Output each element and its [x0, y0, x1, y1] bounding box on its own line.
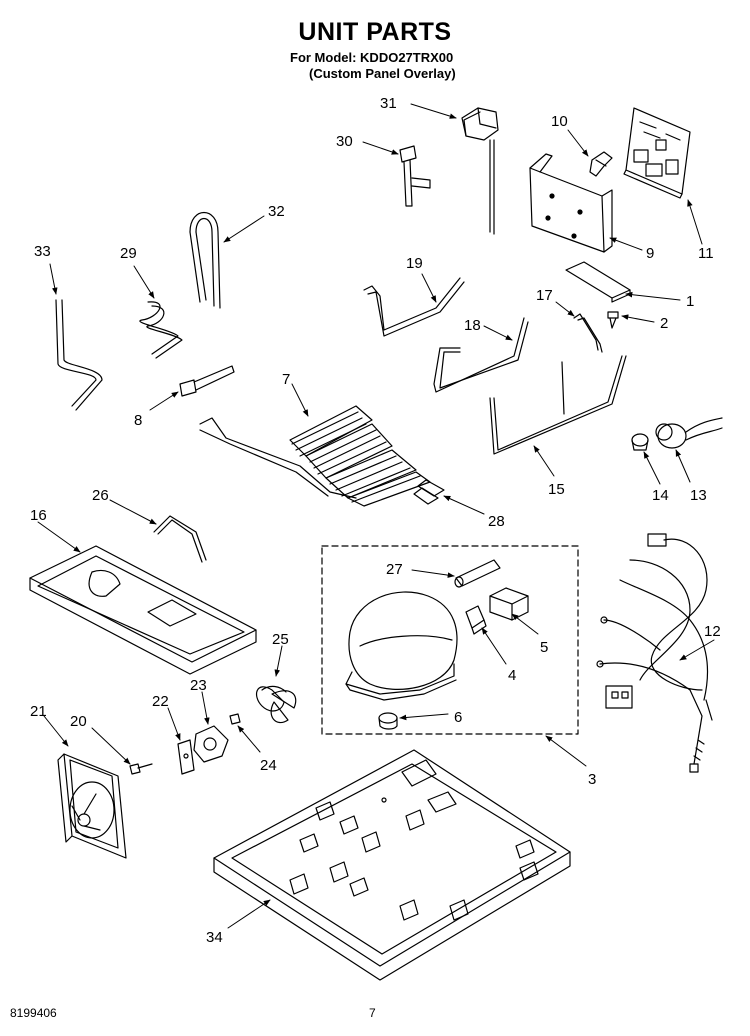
callout-27: 27 — [386, 561, 403, 578]
callout-1: 1 — [686, 293, 694, 310]
callout-12: 12 — [704, 623, 721, 640]
callout-numbers: 31 30 10 11 9 1 2 32 33 29 19 18 17 15 8… — [30, 95, 721, 946]
part-19-tube — [363, 277, 465, 337]
part-16-drain-pan — [29, 545, 257, 675]
callout-3: 3 — [588, 771, 596, 788]
part-13-switch — [655, 417, 723, 449]
part-33-tube — [55, 299, 103, 411]
callout-25: 25 — [272, 631, 289, 648]
part-17-tube — [573, 313, 603, 353]
part-29-tube — [139, 301, 183, 359]
callout-26: 26 — [92, 487, 109, 504]
compressor — [345, 591, 458, 701]
callout-7: 7 — [282, 371, 290, 388]
callout-33: 33 — [34, 243, 51, 260]
part-9-bracket — [529, 153, 613, 253]
document-number: 8199406 — [10, 1006, 57, 1020]
callout-24: 24 — [260, 757, 277, 774]
part-34-base-pan — [213, 749, 571, 981]
callout-32: 32 — [268, 203, 285, 220]
callout-15: 15 — [548, 481, 565, 498]
leader-lines — [37, 103, 715, 929]
callout-22: 22 — [152, 693, 169, 710]
part-23-fan-motor — [193, 725, 229, 763]
part-2-screw — [607, 311, 619, 329]
part-12-harness — [596, 533, 713, 773]
part-22-bracket — [177, 739, 195, 775]
part-26-bracket — [153, 515, 207, 563]
callout-19: 19 — [406, 255, 423, 272]
part-20-screw — [129, 763, 153, 775]
callout-14: 14 — [652, 487, 669, 504]
compressor-group-box — [321, 545, 579, 735]
part-21-fan-shroud — [57, 753, 127, 859]
callout-31: 31 — [380, 95, 397, 112]
part-10-clip — [589, 151, 613, 177]
part-28-clip — [413, 479, 445, 505]
part-8-strip — [179, 365, 235, 397]
model-line: For Model: KDDO27TRX00 — [290, 50, 454, 65]
part-1-bracket — [565, 261, 631, 303]
callout-23: 23 — [190, 677, 207, 694]
callout-6: 6 — [454, 709, 462, 726]
callout-30: 30 — [336, 133, 353, 150]
callout-20: 20 — [70, 713, 87, 730]
part-31-coil — [461, 107, 499, 235]
part-7-condenser — [199, 405, 431, 507]
callout-28: 28 — [488, 513, 505, 530]
callout-18: 18 — [464, 317, 481, 334]
part-6-grommet — [378, 712, 398, 730]
part-15-tube — [489, 355, 627, 455]
overlay-line: (Custom Panel Overlay) — [309, 66, 456, 81]
callout-17: 17 — [536, 287, 553, 304]
callout-10: 10 — [551, 113, 568, 130]
part-25-fan-blade — [255, 685, 297, 724]
callout-11: 11 — [698, 245, 714, 262]
callout-4: 4 — [508, 667, 516, 684]
part-24-screw — [229, 713, 241, 725]
part-14-cap — [631, 433, 649, 451]
callout-2: 2 — [660, 315, 668, 332]
callout-29: 29 — [120, 245, 137, 262]
part-11-control-board — [623, 107, 691, 199]
part-18-tube — [433, 317, 529, 393]
part-27-capacitor — [454, 559, 501, 588]
callout-16: 16 — [30, 507, 47, 524]
callout-13: 13 — [690, 487, 707, 504]
callout-34: 34 — [206, 929, 223, 946]
part-32-tube — [189, 212, 221, 309]
page-title: UNIT PARTS — [298, 18, 452, 46]
callout-9: 9 — [646, 245, 654, 262]
part-5-relay — [489, 587, 529, 621]
part-4-overload — [465, 605, 487, 635]
callout-8: 8 — [134, 412, 142, 429]
page-number: 7 — [369, 1006, 376, 1020]
callout-5: 5 — [540, 639, 548, 656]
callout-21: 21 — [30, 703, 47, 720]
part-30-tee-fitting — [399, 145, 431, 207]
